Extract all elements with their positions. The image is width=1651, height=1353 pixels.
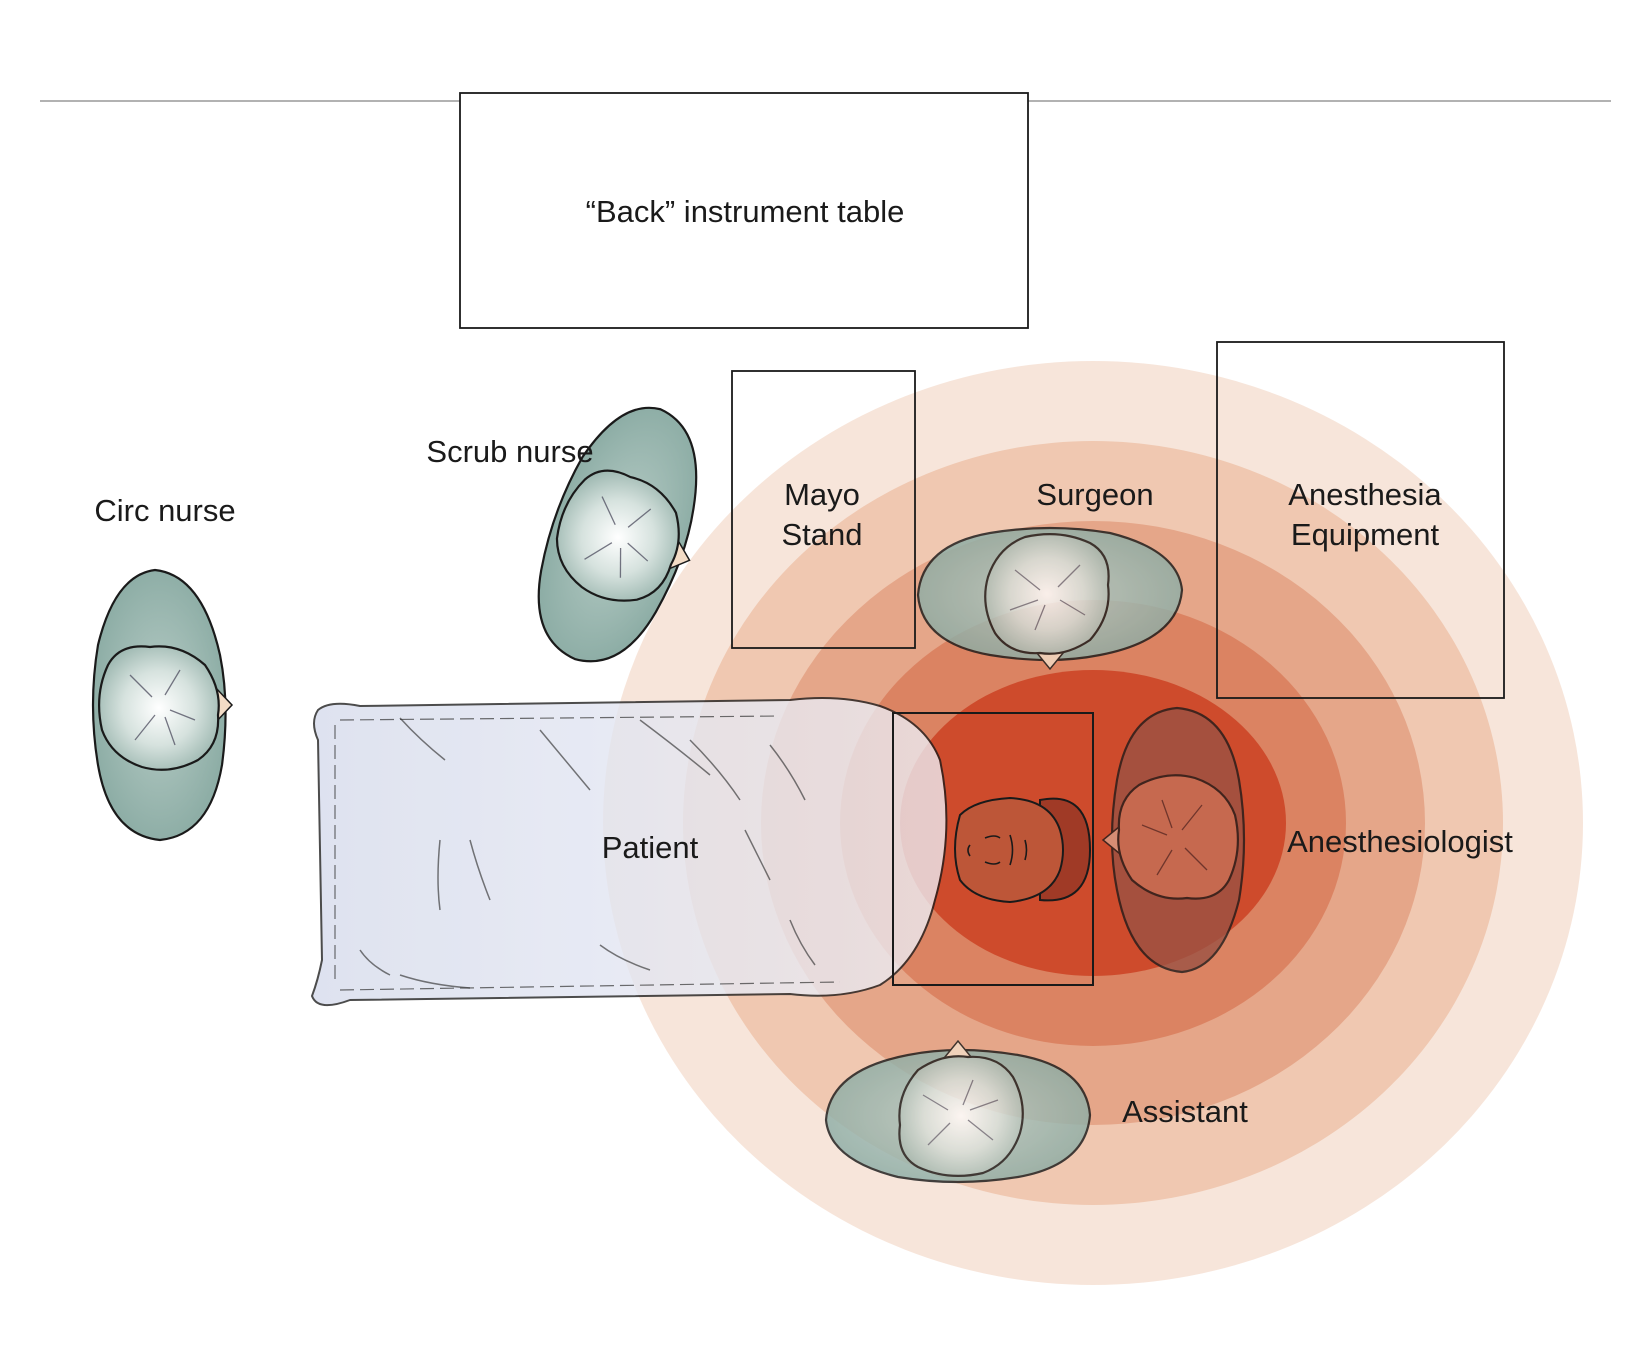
patient-sheet-edge xyxy=(334,715,841,991)
scrub-nurse-figure xyxy=(537,406,698,663)
anesthesiologist-label: Anesthesiologist xyxy=(1287,824,1513,859)
mayo-stand xyxy=(731,370,916,649)
surgeon-figure xyxy=(916,526,1184,671)
mayo-stand-label: Mayo Stand xyxy=(742,475,902,555)
back-instrument-table xyxy=(459,92,1029,329)
bed-head-frame xyxy=(892,712,1094,986)
assistant-figure xyxy=(824,1039,1092,1184)
anesthesia-equipment-label-line1: Anesthesia xyxy=(1288,477,1442,512)
patient-head xyxy=(954,796,1092,904)
surgeon-label: Surgeon xyxy=(1036,477,1154,512)
anesthesia-equipment-label: Anesthesia Equipment xyxy=(1255,475,1475,555)
mayo-stand-label-line1: Mayo xyxy=(784,477,860,512)
assistant-label: Assistant xyxy=(1122,1094,1248,1129)
sheet-folds xyxy=(359,717,816,989)
back-table-label: “Back” instrument table xyxy=(585,194,905,229)
mayo-stand-label-line2: Stand xyxy=(781,517,863,552)
circ-nurse-label: Circ nurse xyxy=(94,493,236,528)
circ-nurse-figure xyxy=(91,568,234,842)
patient-label: Patient xyxy=(601,830,699,865)
patient-sheet xyxy=(310,697,948,1007)
patient-figure xyxy=(310,697,1094,1007)
scrub-nurse-label: Scrub nurse xyxy=(426,434,594,469)
anesthesiologist-figure xyxy=(1101,706,1246,974)
anesthesia-equipment-label-line2: Equipment xyxy=(1290,517,1440,552)
anesthesia-equipment xyxy=(1216,341,1505,699)
